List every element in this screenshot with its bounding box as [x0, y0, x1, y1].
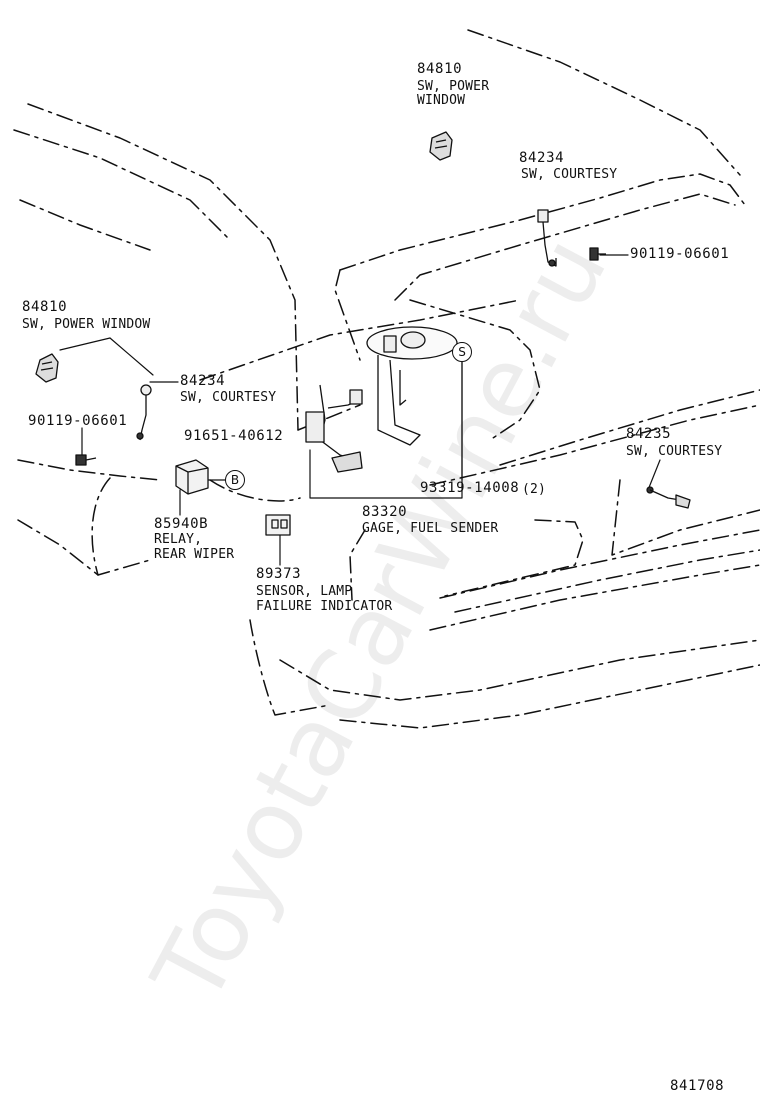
part-name-sensor-1: SENSOR, LAMP	[256, 584, 353, 599]
part-name-power-window-top-2: WINDOW	[417, 93, 466, 108]
body-outline-left-1	[27, 103, 299, 431]
leader-gage-bracket	[309, 361, 463, 499]
bumper-3	[429, 564, 760, 631]
diagram-id: 841708	[670, 1078, 725, 1094]
part-name-courtesy-left: SW, COURTESY	[180, 390, 277, 405]
bolt-icon-top	[589, 247, 606, 261]
curve-mid	[209, 479, 301, 502]
courtesy-switch-icon-left	[136, 384, 152, 441]
part-number-gage: 83320	[362, 504, 408, 520]
body-outline-left-3	[19, 199, 151, 251]
door-outline-top	[467, 29, 741, 176]
part-number-84234-top: 84234	[519, 150, 565, 166]
part-number-relay: 85940B	[154, 516, 209, 532]
part-number-84810-top: 84810	[417, 61, 463, 77]
sensor-icon	[265, 514, 291, 536]
bumper-lower-2	[249, 619, 331, 716]
relay-icon	[175, 459, 209, 495]
power-window-switch-icon-top	[429, 131, 453, 161]
courtesy-switch-icon-top	[537, 209, 557, 267]
part-number-84235-right: 84235	[626, 426, 672, 442]
part-number-84810-left: 84810	[22, 299, 68, 315]
part-number-sensor: 89373	[256, 566, 302, 582]
door-frame-left	[334, 269, 361, 361]
marker-b: B	[225, 470, 245, 490]
part-name-courtesy-right: SW, COURTESY	[626, 444, 723, 459]
leader-pw-left	[109, 337, 154, 376]
gage-leader-dash	[444, 519, 584, 597]
part-name-power-window-top-1: SW, POWER	[417, 79, 490, 94]
deck-line-1	[199, 299, 521, 381]
leader-pw-left-2	[59, 337, 111, 351]
courtesy-switch-icon-right	[646, 486, 691, 509]
body-right-1	[499, 389, 760, 466]
lower-body-left	[17, 519, 151, 576]
fuel-sender-icon	[305, 326, 458, 473]
door-outline-top-inner-2	[394, 193, 736, 301]
body-outline-left-2	[13, 129, 231, 241]
door-outline-top-inner	[339, 173, 746, 271]
part-name-power-window-left: SW, POWER WINDOW	[22, 317, 151, 332]
bumper-lower-3	[339, 664, 760, 729]
marker-s: S	[452, 342, 472, 362]
part-number-bolt-top: 90119-06601	[630, 246, 730, 262]
bumper-2	[454, 549, 760, 613]
fuel-opening	[409, 299, 541, 441]
part-name-sensor-2: FAILURE INDICATOR	[256, 599, 393, 614]
gage-leader-dash-2	[349, 529, 366, 601]
part-qty-screw-s: (2)	[522, 482, 547, 497]
bumper-1	[439, 529, 760, 599]
part-name-relay-2: REAR WIPER	[154, 547, 235, 562]
wheel-arch-2	[91, 477, 111, 576]
part-number-84234-left: 84234	[180, 373, 226, 389]
power-window-switch-icon-left	[35, 353, 59, 383]
leader-courtesy-right	[647, 459, 661, 491]
part-name-courtesy-top: SW, COURTESY	[521, 167, 618, 182]
part-number-bolt-left: 90119-06601	[28, 413, 128, 429]
part-number-screw-s: 93319-14008	[420, 480, 520, 496]
part-name-relay-1: RELAY,	[154, 532, 203, 547]
part-number-screw-b: 91651-40612	[184, 428, 284, 444]
bolt-icon-left	[75, 454, 97, 466]
bumper-lower	[279, 639, 760, 701]
part-name-gage: GAGE, FUEL SENDER	[362, 521, 499, 536]
body-right-3	[611, 479, 760, 556]
wheel-arch	[17, 459, 161, 481]
body-right-2	[429, 404, 760, 486]
